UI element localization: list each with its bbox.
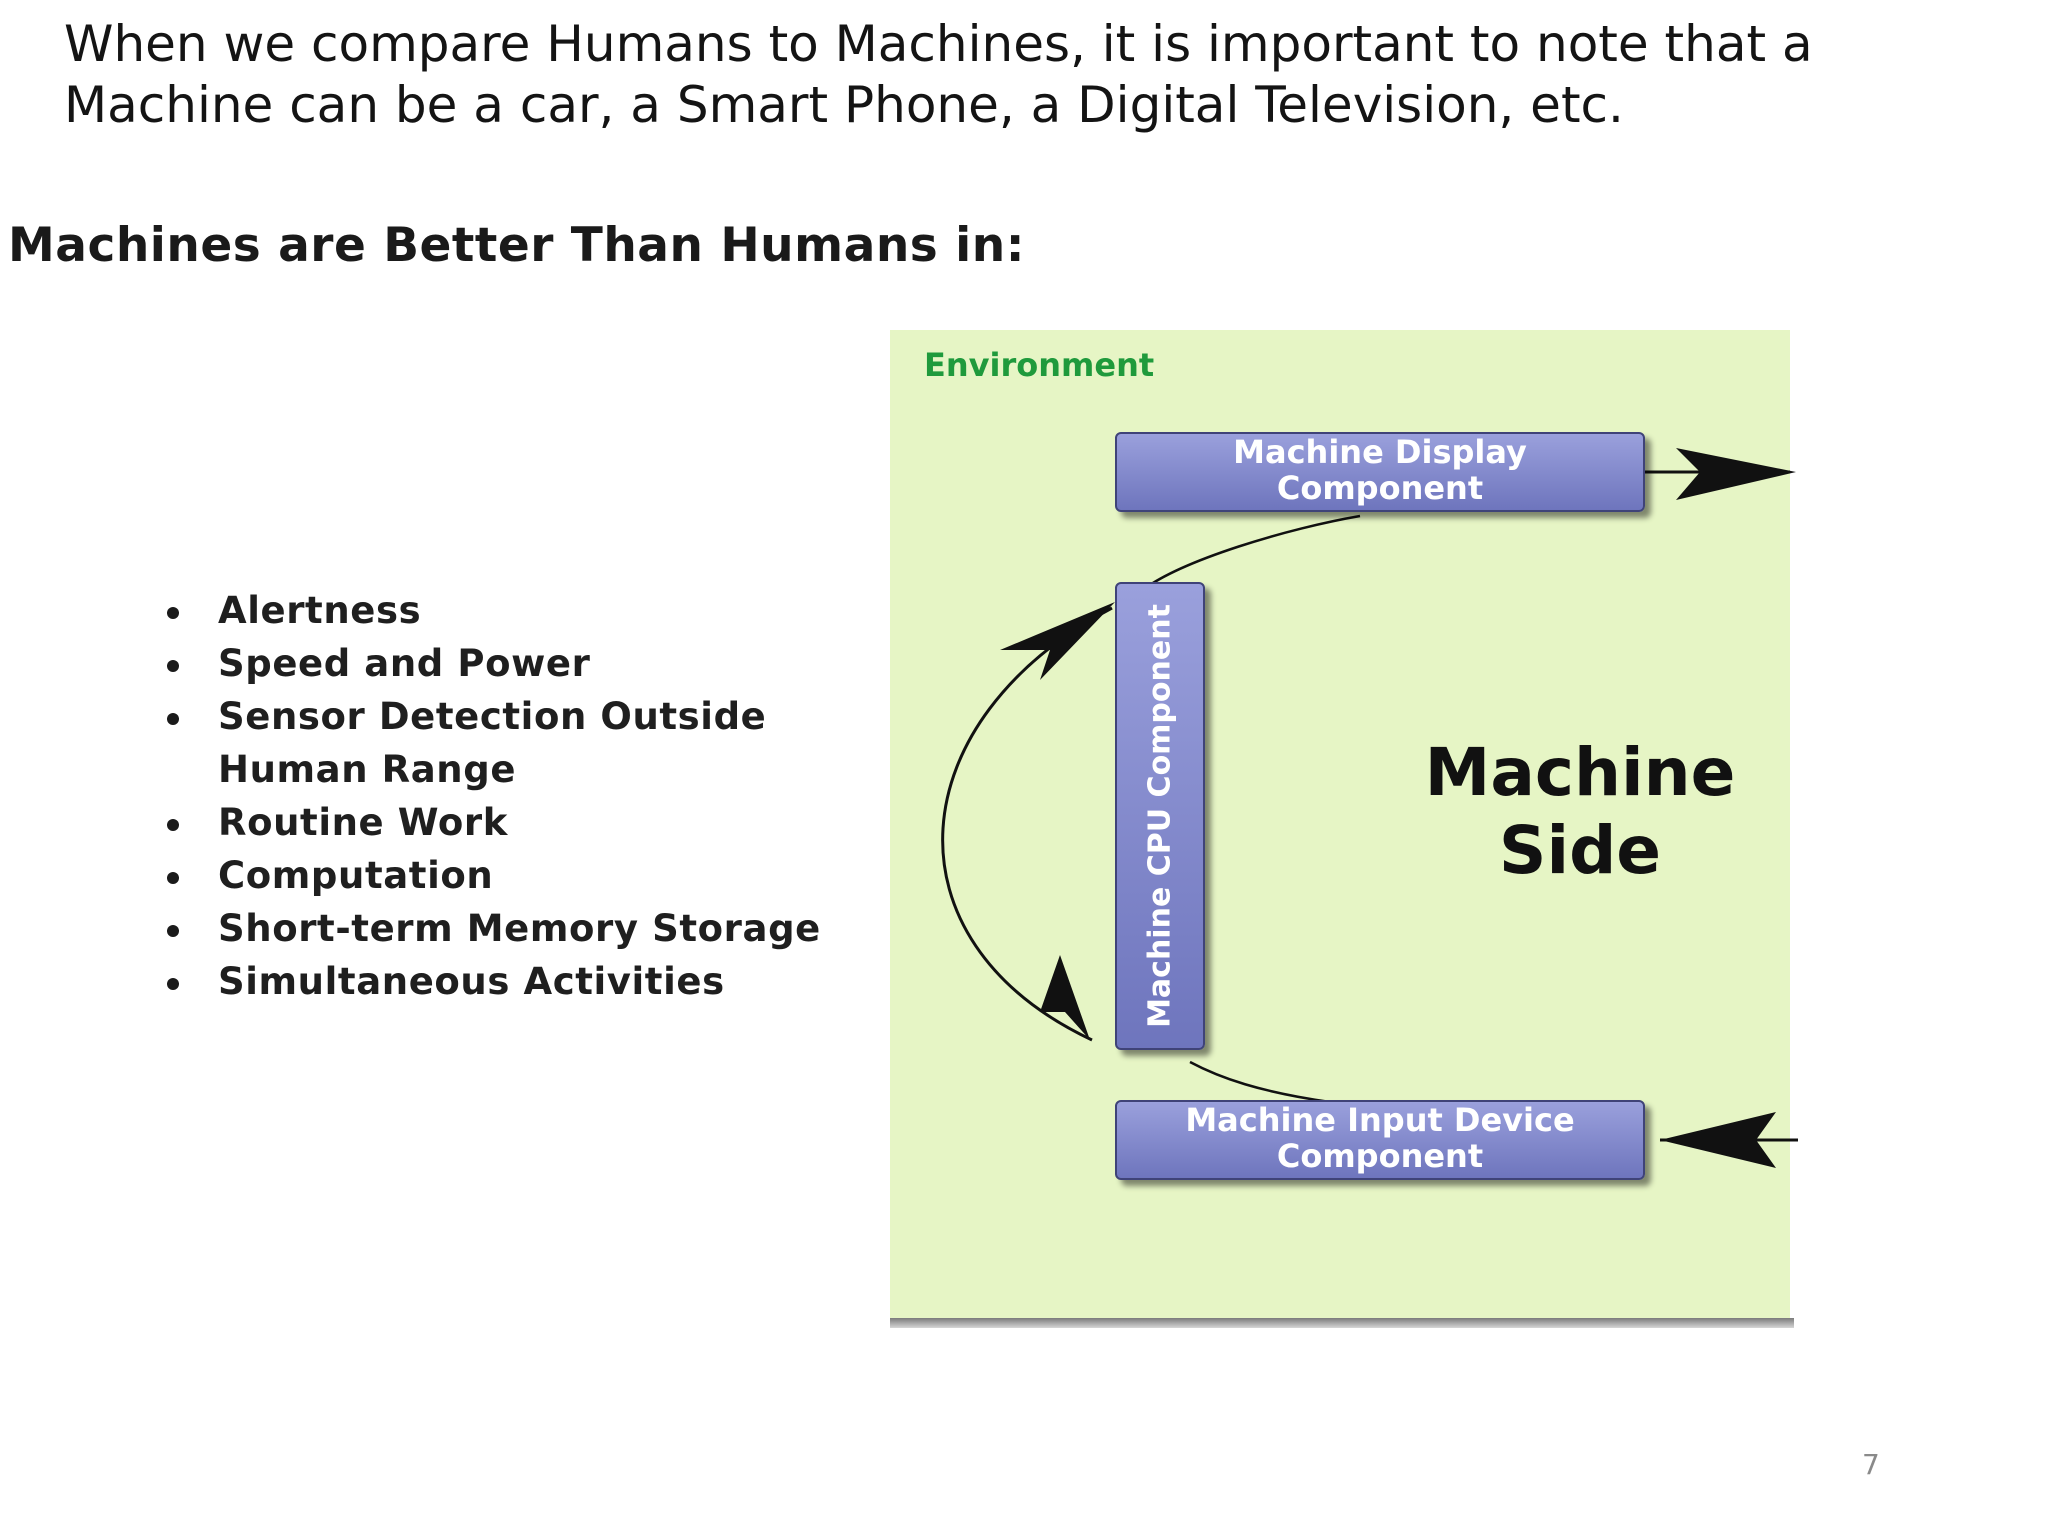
arc-arrowhead-bottom-icon <box>1040 955 1090 1040</box>
cpu-component-label: Machine CPU Component <box>1142 604 1178 1028</box>
bullet-item: Short-term Memory Storage <box>160 902 860 955</box>
bullet-text: Speed and Power <box>218 642 591 685</box>
bullet-text: Simultaneous Activities <box>218 960 725 1003</box>
intro-text: When we compare Humans to Machines, it i… <box>64 15 1813 134</box>
environment-shadow <box>890 1318 1794 1328</box>
input-component-label: Machine Input Device Component <box>1185 1101 1575 1175</box>
bullet-text: Sensor Detection Outside Human Range <box>218 695 767 791</box>
arc-arrowhead-top-icon <box>1000 602 1115 680</box>
connector-display-cpu <box>1139 514 1361 593</box>
connector-input-cpu <box>1189 1060 1331 1104</box>
feedback-arc <box>941 606 1113 1042</box>
bullet-list: Alertness Speed and Power Sensor Detecti… <box>160 584 860 1008</box>
bullet-item: Alertness <box>160 584 860 637</box>
output-arrowhead-icon <box>1676 448 1796 500</box>
bullet-item: Computation <box>160 849 860 902</box>
bullet-dot-icon <box>167 872 179 884</box>
bullet-text: Alertness <box>218 589 422 632</box>
page-number: 7 <box>1862 1448 1880 1481</box>
input-arrowhead-icon <box>1660 1112 1776 1168</box>
input-component-box: Machine Input Device Component <box>1115 1100 1645 1180</box>
bullet-text: Routine Work <box>218 801 508 844</box>
bullet-dot-icon <box>167 978 179 990</box>
bullet-item: Sensor Detection Outside Human Range <box>160 690 860 796</box>
bullet-text: Short-term Memory Storage <box>218 907 821 950</box>
cpu-component-box: Machine CPU Component <box>1115 582 1205 1050</box>
display-component-label: Machine Display Component <box>1233 433 1527 507</box>
bullet-dot-icon <box>167 713 179 725</box>
bullet-dot-icon <box>167 819 179 831</box>
display-component-box: Machine Display Component <box>1115 432 1645 512</box>
bullet-dot-icon <box>167 660 179 672</box>
section-heading: Machines are Better Than Humans in: <box>8 218 1025 273</box>
bullet-item: Routine Work <box>160 796 860 849</box>
machine-side-title: Machine Side <box>1424 734 1736 889</box>
bullet-item: Simultaneous Activities <box>160 955 860 1008</box>
environment-label: Environment <box>924 346 1155 384</box>
bullet-dot-icon <box>167 925 179 937</box>
bullet-dot-icon <box>167 607 179 619</box>
bullet-text: Computation <box>218 854 494 897</box>
bullet-item: Speed and Power <box>160 637 860 690</box>
